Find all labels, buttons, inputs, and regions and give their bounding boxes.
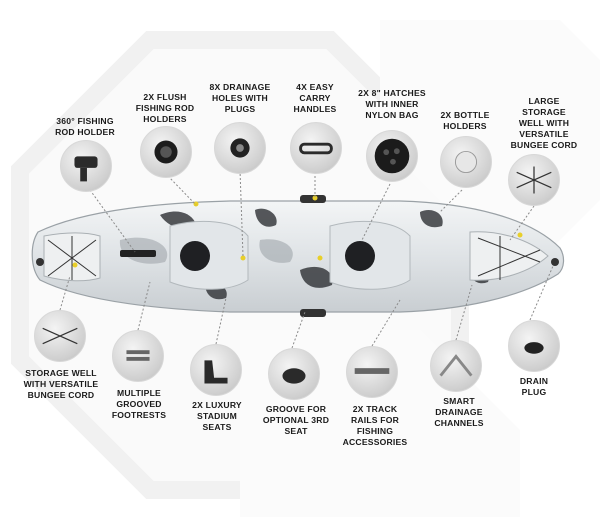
- rod-holder-thumb: [60, 140, 112, 192]
- footrest-thumb: [112, 330, 164, 382]
- bow-storage-well: [469, 231, 549, 281]
- large-storage-well-thumb: [508, 154, 560, 206]
- bottle-holder-icon: [454, 150, 478, 174]
- hatch-front: [345, 241, 375, 271]
- footrest-icon: [126, 350, 150, 361]
- seat-thumb: [190, 344, 242, 396]
- label-fishing-rod-holder: 360° FISHING ROD HOLDER: [55, 116, 115, 137]
- label-stadium-seats: 2X LUXURY STADIUM SEATS: [192, 400, 242, 432]
- label-footrests: MULTIPLE GROOVED FOOTRESTS: [111, 388, 167, 420]
- label-hatches: 2X 8" HATCHES WITH INNER NYLON BAG: [358, 88, 426, 120]
- label-large-storage-well: LARGE STORAGE WELL WITH VERSATILE BUNGEE…: [510, 96, 578, 150]
- label-drainage-holes: 8X DRAINAGE HOLES WITH PLUGS: [209, 82, 271, 114]
- drain-plug-icon: [230, 138, 250, 158]
- label-track-rails: 2X TRACK RAILS FOR FISHING ACCESSORIES: [342, 404, 408, 447]
- carry-handle-icon: [299, 142, 333, 155]
- hatch-rear: [180, 241, 210, 271]
- rod-holder-icon: [74, 156, 98, 182]
- bungee-well-icon: [516, 166, 552, 194]
- storage-well-thumb: [34, 310, 86, 362]
- carry-handle-thumb: [290, 122, 342, 174]
- flush-rod-holder-icon: [154, 140, 178, 164]
- drain-plug-thumb: [508, 320, 560, 372]
- label-storage-well: STORAGE WELL WITH VERSATILE BUNGEE CORD: [23, 368, 99, 400]
- label-drainage-channels: SMART DRAINAGE CHANNELS: [434, 396, 484, 428]
- bungee-well-icon: [42, 327, 78, 345]
- label-carry-handles: 4X EASY CARRY HANDLES: [293, 82, 337, 114]
- label-flush-rod-holders: 2X FLUSH FISHING ROD HOLDERS: [135, 92, 195, 124]
- seat-groove-thumb: [268, 348, 320, 400]
- track-rail-thumb: [346, 346, 398, 398]
- drain-hole-thumb: [214, 122, 266, 174]
- flush-rod-holder-thumb: [140, 126, 192, 178]
- drainage-channel-thumb: [430, 340, 482, 392]
- hatch-icon: [374, 138, 410, 174]
- label-drain-plug: DRAIN PLUG: [519, 376, 549, 397]
- seat-groove-icon: [282, 368, 306, 384]
- label-groove-seat: GROOVE FOR OPTIONAL 3RD SEAT: [262, 404, 330, 436]
- track-rail-icon: [354, 368, 390, 374]
- drain-plug-icon: [524, 342, 544, 354]
- hatch-thumb: [366, 130, 418, 182]
- seat-icon: [204, 360, 228, 384]
- drainage-channel-icon: [439, 354, 473, 377]
- kayak-hull: [31, 200, 565, 313]
- label-bottle-holders: 2X BOTTLE HOLDERS: [440, 110, 490, 131]
- bottle-holder-thumb: [440, 136, 492, 188]
